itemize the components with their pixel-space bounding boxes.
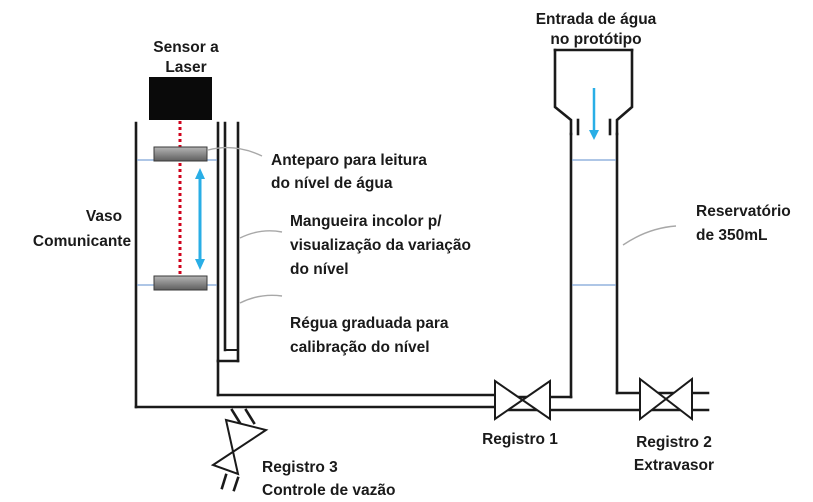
valve3-label-line2: Controle de vazão xyxy=(262,482,396,499)
inlet-flow-arrow xyxy=(589,88,599,140)
sensor-label-line1: Sensor a xyxy=(153,39,219,56)
target-label-line1: Anteparo para leitura xyxy=(271,152,427,169)
ruler-label-line2: calibração do nível xyxy=(290,339,430,356)
hose-label-line3: do nível xyxy=(290,261,349,278)
valve1-label: Registro 1 xyxy=(482,431,558,448)
inlet-label-line1: Entrada de água xyxy=(536,11,657,28)
leader-hose xyxy=(239,230,283,239)
laser-sensor-box xyxy=(149,77,212,120)
inlet-label-line2: no protótipo xyxy=(550,31,641,48)
valve-2 xyxy=(639,376,693,422)
vessel-label-line1: Vaso xyxy=(86,208,122,225)
valve3-label-line1: Registro 3 xyxy=(262,459,338,476)
hose-label-line2: visualização da variação xyxy=(290,237,471,254)
level-variation-arrow xyxy=(195,168,205,270)
communicating-vessel xyxy=(134,121,502,409)
sensor-label-line2: Laser xyxy=(165,59,206,76)
target-plate-upper xyxy=(153,146,208,162)
reservoir-label-line1: Reservatório xyxy=(696,203,791,220)
leader-reservoir xyxy=(622,225,677,246)
valve-3 xyxy=(210,408,269,492)
hose-label-line1: Mangueira incolor p/ xyxy=(290,213,442,230)
valve2-label-line2: Extravasor xyxy=(634,457,714,474)
ruler-label-line1: Régua graduada para xyxy=(290,315,449,332)
valve-1 xyxy=(494,379,551,421)
target-label-line2: do nível de água xyxy=(271,175,393,192)
leader-target xyxy=(207,146,263,157)
vessel-label-line2: Comunicante xyxy=(33,233,132,250)
reservoir xyxy=(499,132,710,412)
target-plate-lower xyxy=(153,275,208,291)
valve2-label-line1: Registro 2 xyxy=(636,434,712,451)
inlet-funnel xyxy=(553,48,634,136)
leader-ruler xyxy=(239,294,283,304)
reservoir-label-line2: de 350mL xyxy=(696,227,768,244)
